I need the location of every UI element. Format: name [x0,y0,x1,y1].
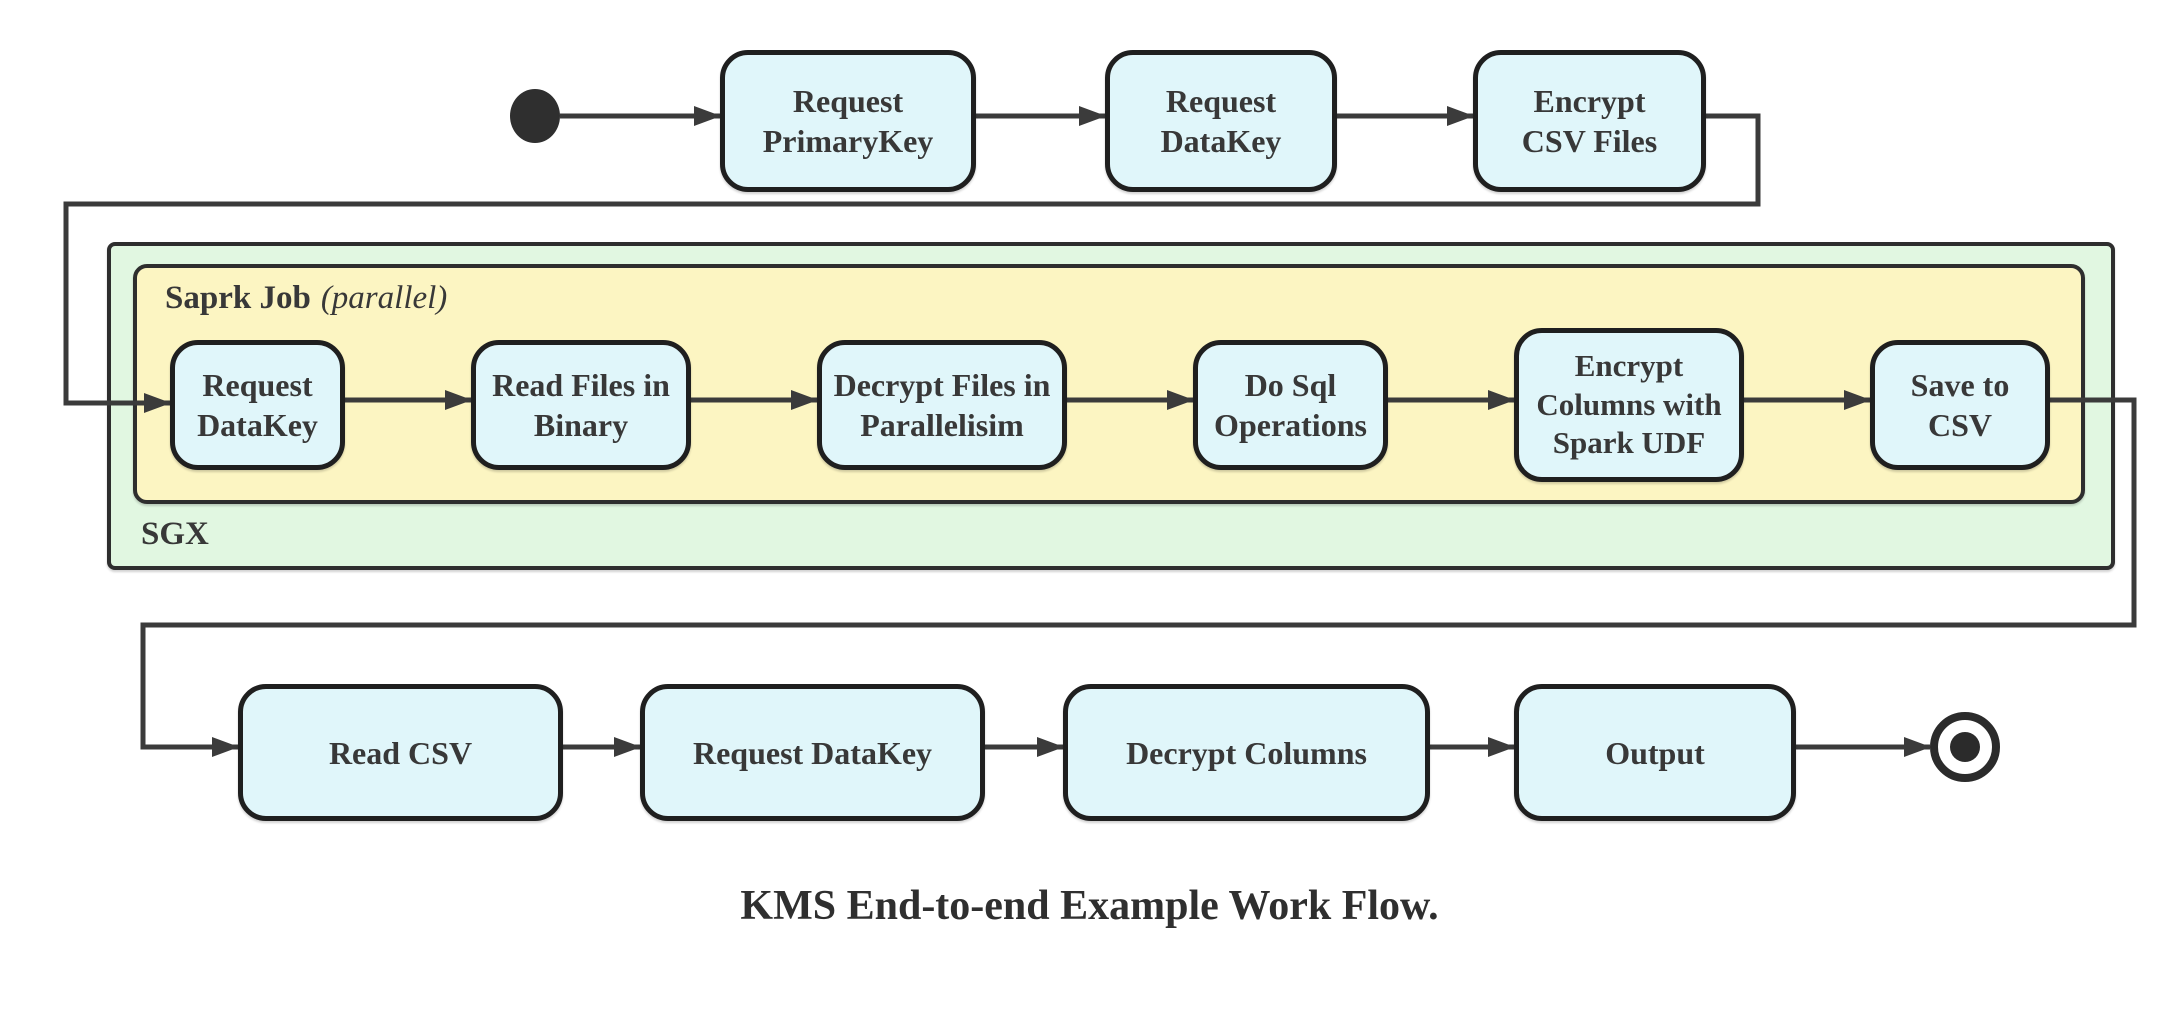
diagram-caption: KMS End-to-end Example Work Flow. [740,883,1439,929]
node-read-csv: Read CSV [238,684,563,821]
node-request-datakey-client: Request DataKey [640,684,985,821]
spark-job-container: Saprk Job(parallel) [133,264,2085,504]
edge-encrypt-csv-to-sgx-request-datakey [63,113,1761,413]
node-request-primarykey: Request PrimaryKey [720,50,976,192]
node-encrypt-columns-with-spark-udf: Encrypt Columns with Spark UDF [1514,328,1744,482]
node-decrypt-files-in-parallelisim: Decrypt Files in Parallelisim [817,340,1067,470]
node-output: Output [1514,684,1796,821]
node-do-sql-operations: Do Sql Operations [1193,340,1388,470]
node-request-datakey-sgx: Request DataKey [170,340,345,470]
node-request-datakey-top: Request DataKey [1105,50,1337,192]
node-save-to-csv: Save to CSV [1870,340,2050,470]
end-node-inner-dot [1950,732,1980,762]
node-read-files-in-binary: Read Files in Binary [471,340,691,470]
spark-job-container-label: Saprk Job(parallel) [165,280,447,317]
spark-job-label-text: Saprk Job [165,280,311,316]
edge-save-csv-to-read-csv [140,397,2137,757]
node-decrypt-columns: Decrypt Columns [1063,684,1430,821]
start-node-icon [510,89,560,143]
spark-job-parallel-qualifier: (parallel) [320,280,448,316]
node-encrypt-csv-files: Encrypt CSV Files [1473,50,1706,192]
sgx-container-label: SGX [141,516,209,552]
end-node-icon [1930,712,2000,782]
